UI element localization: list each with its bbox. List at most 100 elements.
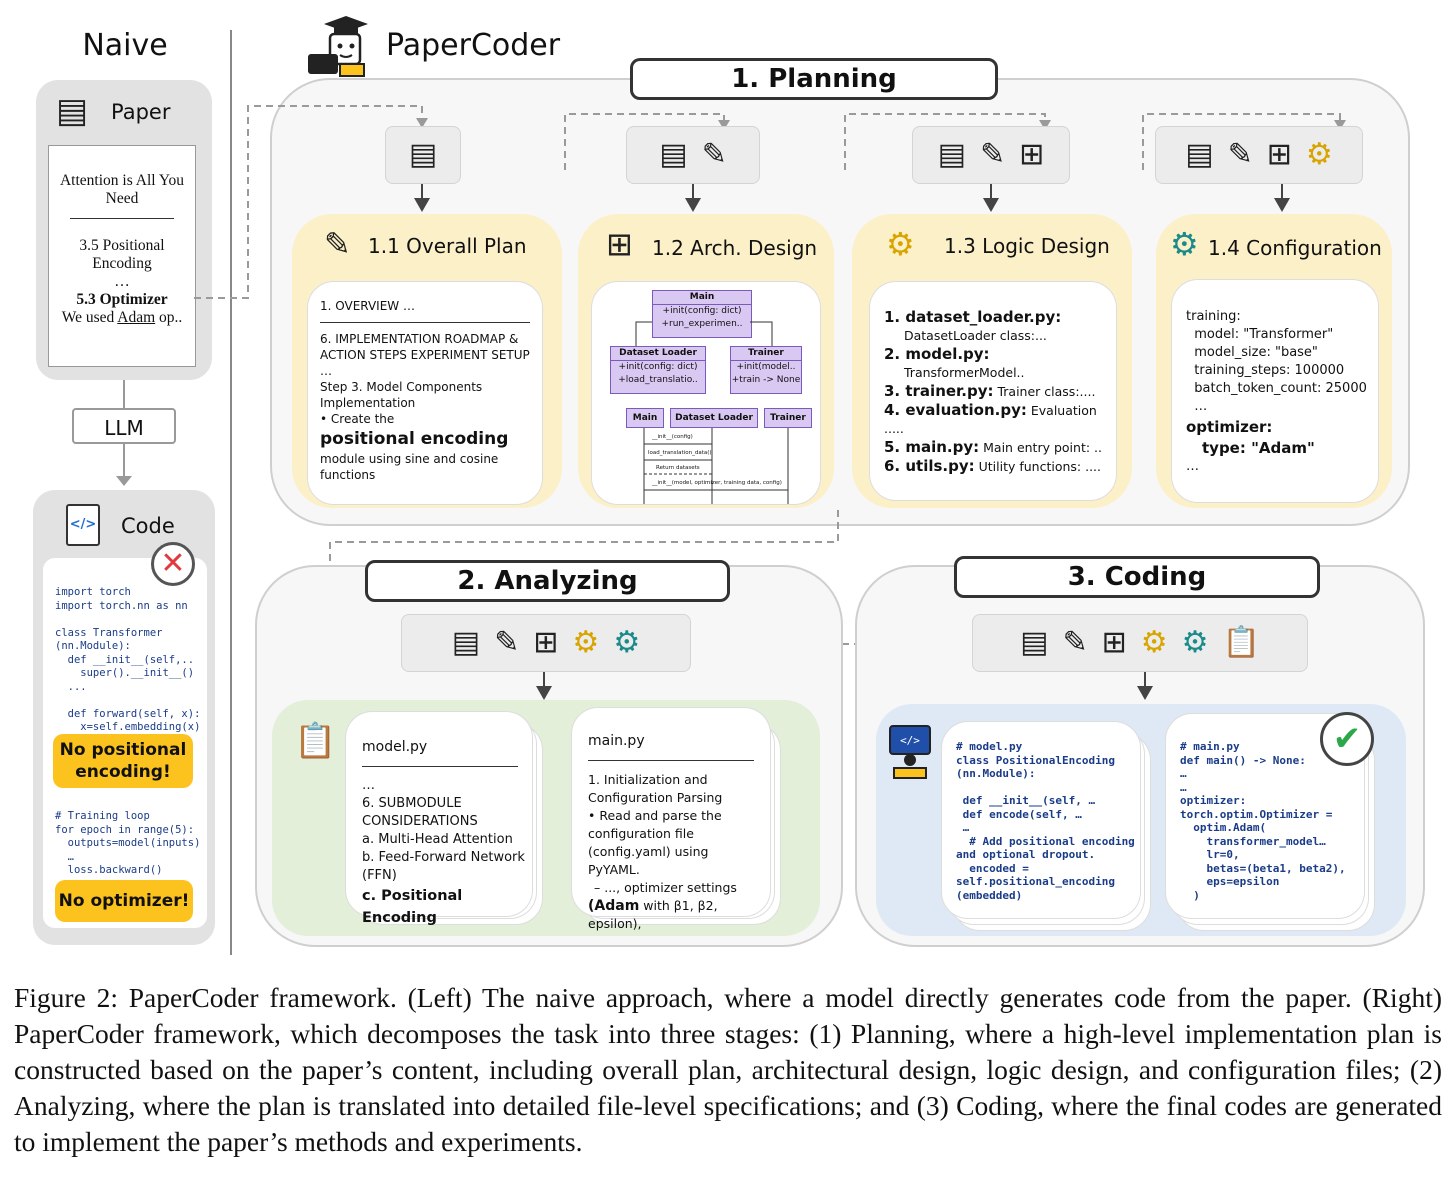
model-spec-card: model.py … 6. SUBMODULE CONSIDERATIONS a… [346, 712, 532, 926]
plan-sketch-icon: ✎ [494, 625, 520, 660]
arrow-config [1281, 184, 1283, 200]
logic-design-title: 1.3 Logic Design [944, 234, 1110, 258]
logic-item-desc: Main entry point: .. [979, 440, 1102, 455]
uml-main-box: Main +init(config: dict) +run_experimen.… [652, 290, 752, 338]
paper-stack-icon: ▤ [56, 91, 89, 131]
logic-item-file: 3. trainer.py: [884, 382, 994, 400]
paper-text: We used Adam op.. [49, 309, 195, 327]
logic-item-desc-block: DatasetLoader class:... [904, 328, 1047, 343]
analyzing-card: 📋 model.py … 6. SUBMODULE CONSIDERATIONS… [272, 700, 820, 936]
logic-item-file: 5. main.py: [884, 438, 980, 456]
arrowhead-analyzing [536, 686, 552, 700]
arch-design-title: 1.2 Arch. Design [652, 236, 818, 260]
config-line: model: "Transformer" [1186, 327, 1334, 342]
main-spec-optimizer: – ..., optimizer settings [594, 880, 737, 895]
config-line: batch_token_count: 25000 [1186, 381, 1367, 396]
configuration-title: 1.4 Configuration [1208, 236, 1382, 260]
config-line: … [1186, 399, 1208, 414]
paper-section-positional: 3.5 Positional Encoding [79, 237, 165, 272]
iconbox-coding-input: ▤ ✎ ⊞ ⚙ ⚙ 📋 [972, 614, 1308, 672]
model-spec-ellipsis: … [362, 778, 375, 793]
logic-design-content: 1. dataset_loader.py:DatasetLoader class… [870, 282, 1116, 500]
paper-stack-icon: ▤ [1020, 625, 1049, 660]
arrow-coding [1144, 672, 1146, 688]
error-x-icon: ✕ [151, 542, 195, 586]
plan-line-overview: 1. OVERVIEW … [320, 299, 415, 313]
main-code: # main.py def main() -> None: … … optimi… [1180, 740, 1346, 902]
code-sheet: import torch import torch.nn as nn class… [43, 558, 207, 928]
paper-text-prefix: We used [61, 309, 118, 326]
logic-item: 4. evaluation.py: Evaluation ..... [884, 401, 1116, 438]
config-tail: … [1186, 459, 1199, 474]
code-label: Code [121, 514, 175, 538]
main-spec-adam-rest: with β1, β2, epsilon), [588, 898, 718, 931]
plan-rule [320, 322, 530, 323]
clipboard-check-icon: 📋 [294, 721, 337, 761]
developer-icon: </> [886, 724, 934, 780]
logic-item-file: 4. evaluation.py: [884, 401, 1027, 419]
gears-123-icon: ⚙ [1140, 625, 1168, 660]
figure-caption: Figure 2: PaperCoder framework. (Left) T… [14, 982, 1442, 1157]
plan-sketch-icon: ✎ [980, 137, 1006, 172]
paper-label: Paper [111, 100, 171, 124]
robot-mascot-icon [304, 10, 374, 80]
model-spec-title: model.py [362, 739, 428, 755]
analyzing-label: 2. Analyzing [365, 560, 730, 602]
flowchart-icon: ⊞ [1101, 625, 1127, 660]
papercoder-title: PaperCoder [386, 28, 561, 63]
uml-loader-body: +init(config: dict) +load_translatio.. [618, 362, 698, 385]
paper-text-suffix: op.. [155, 309, 183, 326]
llm-box: LLM [72, 408, 176, 444]
config-line: training_steps: 100000 [1186, 363, 1345, 378]
config-optimizer-key: optimizer: [1186, 418, 1273, 436]
naive-paper-panel: ▤ Paper Attention is All You Need 3.5 Po… [36, 80, 212, 380]
config-lines: training: model: "Transformer" model_siz… [1186, 308, 1378, 416]
paper-stack-icon: ▤ [408, 137, 438, 172]
paper-title: Attention is All You Need [59, 172, 185, 207]
overall-plan-content: 1. OVERVIEW … 6. IMPLEMENTATION ROADMAP … [308, 282, 542, 504]
plan-sketch-icon: ✎ [1227, 137, 1253, 172]
configuration-content: training: model: "Transformer" model_siz… [1172, 280, 1378, 502]
gears-123-icon: ⚙ [886, 225, 915, 263]
main-spec-adam: (Adam with β1, β2, epsilon), [588, 897, 760, 933]
paper-sheet: Attention is All You Need 3.5 Positional… [48, 145, 196, 367]
logic-item-file: 2. model.py: [884, 345, 990, 363]
logic-item: 6. utils.py: Utility functions: .... [884, 457, 1116, 476]
code-file-icon: </> [66, 504, 100, 546]
arrow-plan [421, 184, 423, 200]
model-spec-rule [362, 766, 518, 767]
clipboard-check-icon: 📋 [1222, 625, 1260, 660]
logic-item-desc-block: TransformerModel.. [904, 365, 1025, 380]
overall-plan-title: 1.1 Overall Plan [368, 234, 527, 258]
logic-item-file: 6. utils.py: [884, 457, 975, 475]
arrowhead-arch [685, 198, 701, 212]
paper-stack-icon: ▤ [937, 137, 967, 172]
paper-rule [70, 218, 174, 219]
paper-stack-icon: ▤ [659, 137, 688, 172]
code-block-training: # Training loop for epoch in range(5): o… [55, 810, 201, 876]
logic-item-desc: Trainer class:.... [993, 384, 1096, 399]
badge-no-positional: No positional encoding! [53, 734, 193, 788]
main-spec-rule [588, 760, 754, 761]
uml-main-body: +init(config: dict) +run_experimen.. [661, 306, 743, 329]
model-spec-mha: a. Multi-Head Attention [362, 832, 513, 847]
main-spec-card: main.py 1. Initialization and Configurat… [572, 708, 770, 931]
seq-msg-init: __init__(config) [652, 434, 693, 440]
badge-no-optimizer: No optimizer! [55, 880, 193, 922]
seq-msg-trainer-init: __init__(model, optimizer, training data… [652, 480, 782, 486]
planning-label: 1. Planning [630, 58, 998, 100]
success-check-icon: ✔ [1320, 712, 1374, 766]
main-spec-title: main.py [588, 733, 645, 749]
paper-stack-icon: ▤ [451, 625, 481, 660]
arrow-arch [692, 184, 694, 200]
gears-123-icon: ⚙ [572, 625, 600, 660]
seq-msg-load: load_translation_data() [648, 450, 712, 456]
main-spec-init: 1. Initialization and Configuration Pars… [588, 772, 723, 805]
flowchart-icon: ⊞ [1019, 137, 1045, 172]
connector-paper-llm [123, 380, 125, 410]
arrowhead-config [1274, 198, 1290, 212]
gears-123-icon: ⚙ [1305, 137, 1333, 172]
arch-design-card: ⊞ 1.2 Arch. Design Main +init(config: di… [578, 214, 834, 508]
coding-label: 3. Coding [954, 556, 1320, 598]
model-code-card: # model.py class PositionalEncoding (nn.… [942, 722, 1140, 918]
